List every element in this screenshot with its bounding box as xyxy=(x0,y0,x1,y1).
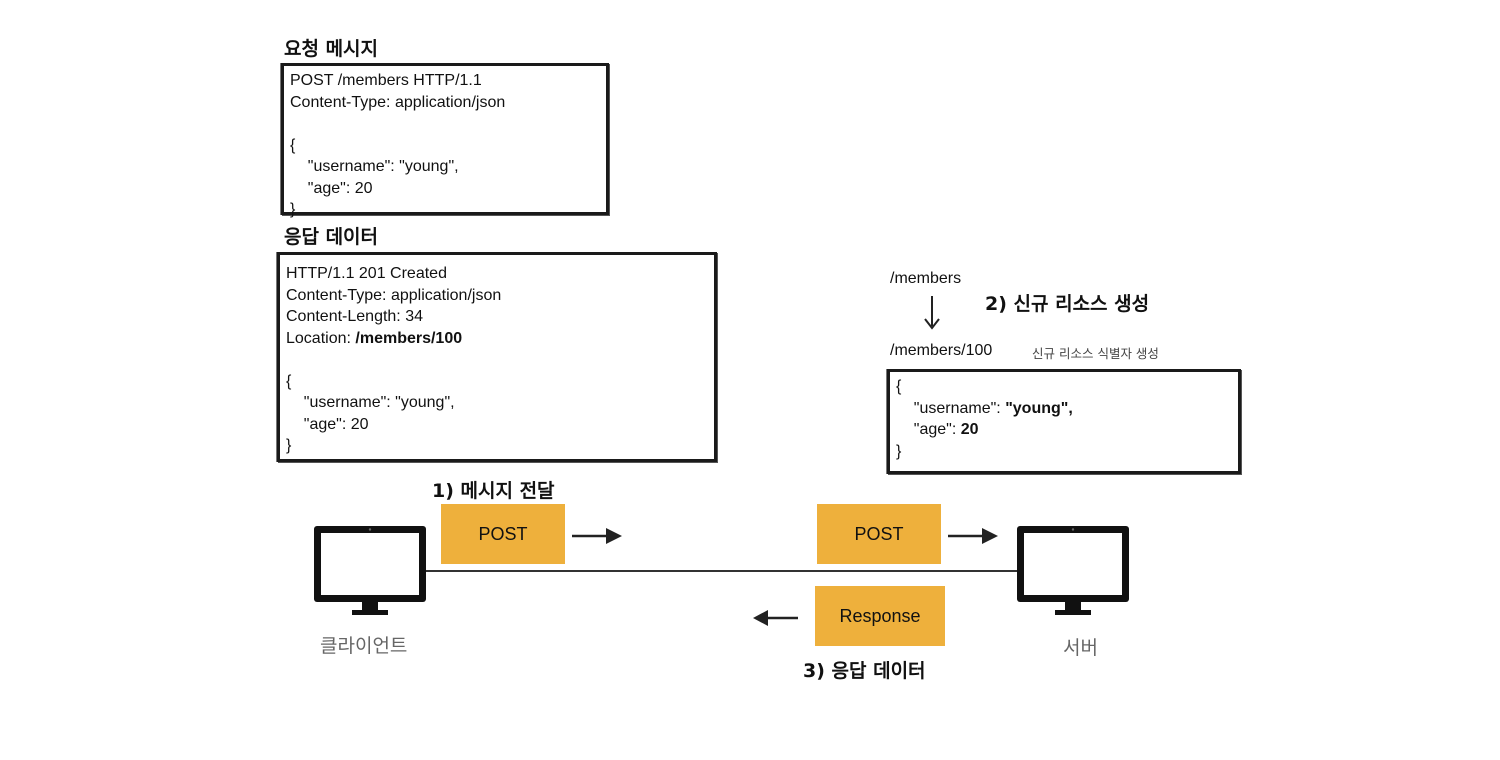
request-line-5: "username": "young", xyxy=(290,158,459,175)
client-post-box: POST xyxy=(441,504,565,564)
arrow-down-icon xyxy=(924,296,940,330)
arrow-left-icon xyxy=(753,610,798,626)
server-resource-box: { "username": "young", "age": 20 } xyxy=(887,369,1241,474)
response-body-2: "username": "young", xyxy=(286,394,455,411)
response-body-4: } xyxy=(286,437,292,454)
response-box: Response xyxy=(815,586,945,646)
response-data-title: 응답 데이터 xyxy=(284,226,379,248)
response-label: Response xyxy=(839,605,921,626)
server-body-open: { xyxy=(896,378,902,395)
server-age-value: 20 xyxy=(960,421,979,438)
request-line-4: { xyxy=(290,136,296,154)
response-location-value: /members/100 xyxy=(355,329,463,347)
step2-label: 2) 신규 리소스 생성 xyxy=(985,293,1150,315)
request-line-1: POST /members HTTP/1.1 xyxy=(290,72,482,89)
identifier-note: 신규 리소스 식별자 생성 xyxy=(1032,346,1159,361)
server-monitor-icon xyxy=(1017,526,1129,615)
step3-label: 3) 응답 데이터 xyxy=(803,660,926,682)
response-blank-line xyxy=(286,349,708,371)
connection-line xyxy=(424,570,1020,572)
arrow-right-icon xyxy=(572,528,622,544)
server-caption: 서버 xyxy=(1063,637,1098,659)
response-data-box: HTTP/1.1 201 Created Content-Type: appli… xyxy=(277,252,717,462)
request-message-box: POST /members HTTP/1.1 Content-Type: app… xyxy=(281,63,609,218)
client-caption: 클라이언트 xyxy=(320,635,408,657)
request-line-7: } xyxy=(290,201,296,218)
server-username-value: "young", xyxy=(1005,399,1073,417)
client-post-label: POST xyxy=(478,523,528,544)
client-monitor-icon xyxy=(314,526,426,615)
server-body-close: } xyxy=(896,442,902,460)
response-line-2: Content-Type: application/json xyxy=(286,286,502,304)
response-line-1: HTTP/1.1 201 Created xyxy=(286,265,447,282)
response-location-label: Location: xyxy=(286,329,356,347)
server-age-line: "age": 20 xyxy=(896,419,1232,441)
collection-path: /members xyxy=(890,270,962,287)
request-line-6: "age": 20 xyxy=(290,179,373,197)
server-post-label: POST xyxy=(854,523,904,544)
response-body-1: { xyxy=(286,372,292,390)
arrow-right-icon xyxy=(948,528,998,544)
server-post-box: POST xyxy=(817,504,941,564)
request-message-title: 요청 메시지 xyxy=(284,38,379,60)
request-line-3 xyxy=(290,113,600,135)
server-age-key: "age": xyxy=(896,421,961,438)
response-line-3: Content-Length: 34 xyxy=(286,308,423,325)
response-location-line: Location: /members/100 xyxy=(286,328,708,350)
response-body-3: "age": 20 xyxy=(286,415,369,433)
server-username-key: "username": xyxy=(896,399,1006,417)
request-line-2: Content-Type: application/json xyxy=(290,93,506,111)
server-username-line: "username": "young", xyxy=(896,398,1232,420)
new-resource-path: /members/100 xyxy=(890,342,993,359)
step1-label: 1) 메시지 전달 xyxy=(432,480,555,502)
